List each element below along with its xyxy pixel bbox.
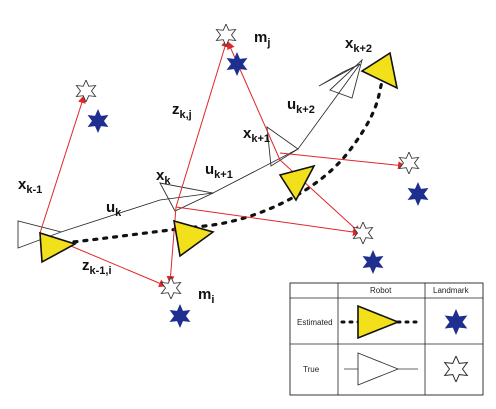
true-robot-pose-kp2 bbox=[318, 63, 361, 87]
label-x-kp1: xk+1 bbox=[243, 125, 270, 145]
estimated-landmark-mi bbox=[169, 304, 191, 328]
obs-kp1-to-lm-right bbox=[279, 159, 361, 234]
true-landmark-farright bbox=[398, 152, 420, 174]
legend-estimated-robot-icon bbox=[357, 304, 401, 340]
legend-table: Robot Landmark Estimated True bbox=[289, 282, 484, 396]
estimated-landmark-mj bbox=[226, 52, 248, 76]
label-u-k: uk bbox=[106, 199, 122, 219]
legend-true-robot-icon bbox=[357, 352, 400, 386]
estimated-robot-pose-kp2 bbox=[360, 51, 399, 90]
label-z-kj: zk,j bbox=[172, 101, 192, 121]
true-landmark-right bbox=[352, 222, 374, 244]
label-x-kp2: xk+2 bbox=[345, 35, 372, 55]
true-landmark-upperleft bbox=[75, 80, 97, 102]
label-x-k: xk bbox=[156, 167, 171, 187]
estimated-landmark-upperleft bbox=[87, 109, 109, 133]
legend-row-estimated: Estimated bbox=[297, 318, 333, 327]
estimated-trajectory bbox=[62, 80, 384, 245]
true-robot-pose-kp2-outline bbox=[329, 58, 363, 99]
legend-row-true: True bbox=[303, 365, 320, 374]
true-landmark-mi bbox=[160, 277, 182, 299]
label-z-km1i: zk-1,i bbox=[82, 257, 112, 277]
estimated-robot-pose-k bbox=[172, 219, 215, 258]
estimated-landmark-right bbox=[362, 250, 384, 274]
label-m-j: mj bbox=[254, 29, 270, 49]
obs-k-to-lm-right bbox=[175, 206, 361, 236]
true-trajectory bbox=[60, 63, 361, 233]
estimated-landmark-farright bbox=[407, 182, 429, 206]
true-robot-pose-k bbox=[159, 182, 215, 212]
label-u-kp2: uk+2 bbox=[287, 96, 315, 116]
legend-header-robot: Robot bbox=[370, 286, 392, 295]
label-u-kp1: uk+1 bbox=[205, 161, 233, 181]
obs-k-to-mi bbox=[166, 206, 177, 284]
obs-kp1-to-lm-farright bbox=[279, 152, 406, 170]
legend-header-landmark: Landmark bbox=[433, 286, 470, 295]
obs-km1-to-lm-upperleft bbox=[39, 95, 86, 234]
obs-k-to-mj bbox=[175, 39, 229, 208]
true-robot-pose-kp1 bbox=[266, 126, 299, 167]
label-x-km1: xk-1 bbox=[18, 176, 42, 196]
true-landmark-mj bbox=[215, 24, 237, 46]
label-m-i: mi bbox=[198, 286, 214, 306]
estimated-robot-pose-km1 bbox=[39, 231, 78, 264]
estimated-robot-pose-kp1 bbox=[278, 164, 316, 202]
